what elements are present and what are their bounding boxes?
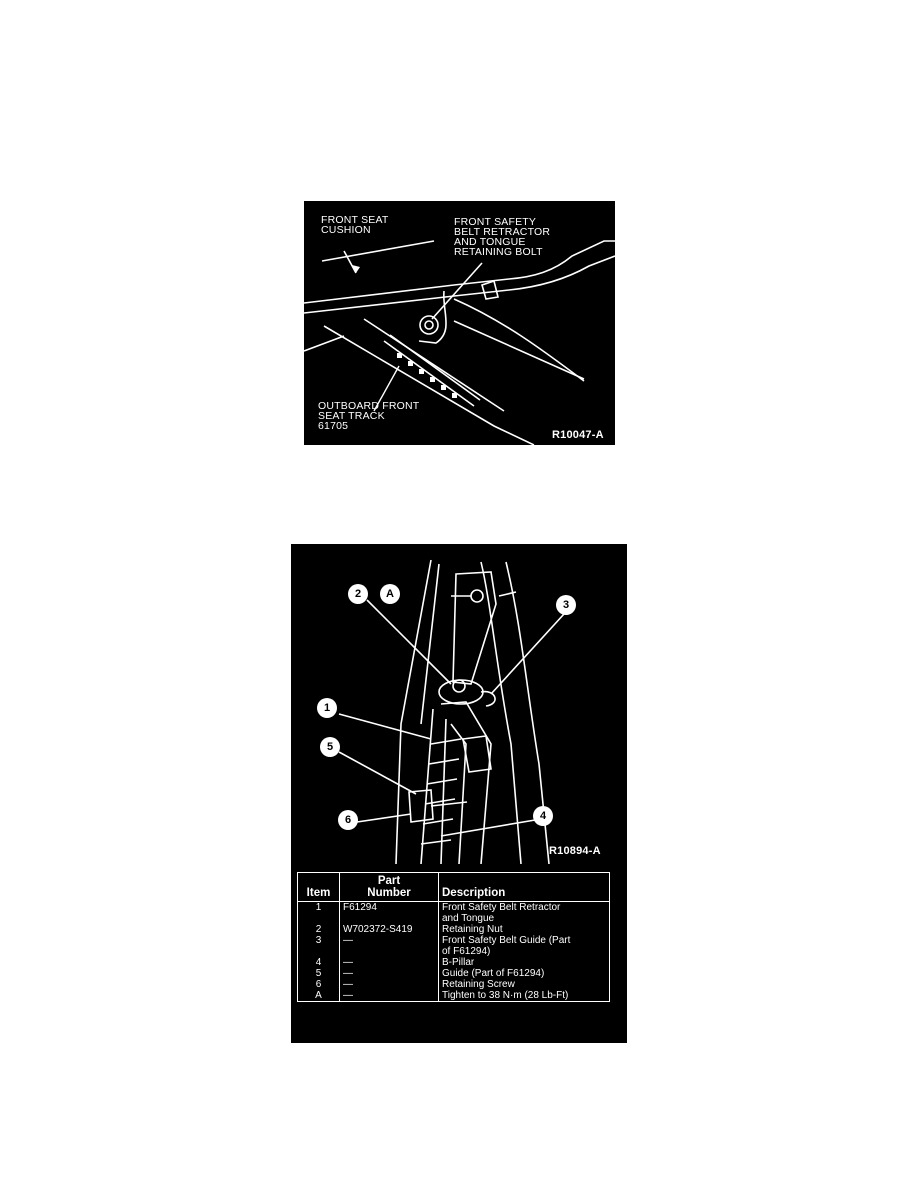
row-part-number: — bbox=[339, 935, 439, 957]
seat-track-figure: FRONT SEAT CUSHION FRONT SAFETY BELT RET… bbox=[304, 201, 615, 445]
row-description: Tighten to 38 N·m (28 Lb-Ft) bbox=[438, 990, 610, 1002]
row-description: Front Safety Belt Retractor and Tongue bbox=[438, 901, 610, 924]
seat-track-drawing bbox=[304, 240, 615, 445]
row-part-number: — bbox=[339, 979, 439, 990]
figure-code: R10894-A bbox=[549, 845, 601, 857]
table-row: A—Tighten to 38 N·m (28 Lb-Ft) bbox=[297, 990, 610, 1002]
header-description: Description bbox=[438, 872, 610, 902]
row-description: Retaining Screw bbox=[438, 979, 610, 990]
row-item: 6 bbox=[297, 979, 340, 990]
row-description: B-Pillar bbox=[438, 957, 610, 968]
header-part-number: Part Number bbox=[339, 872, 439, 902]
table-row: 6—Retaining Screw bbox=[297, 979, 610, 990]
row-item: 4 bbox=[297, 957, 340, 968]
callout-1: 1 bbox=[317, 698, 337, 718]
row-item: 5 bbox=[297, 968, 340, 979]
callout-a: A bbox=[380, 584, 400, 604]
row-item: A bbox=[297, 990, 340, 1002]
callout-5: 5 bbox=[320, 737, 340, 757]
header-item: Item bbox=[297, 872, 340, 902]
table-row: 3—Front Safety Belt Guide (Part of F6129… bbox=[297, 935, 610, 957]
table-row: 4—B-Pillar bbox=[297, 957, 610, 968]
callout-4: 4 bbox=[533, 806, 553, 826]
callout-6: 6 bbox=[338, 810, 358, 830]
belt-guide-figure: 2 A 3 1 5 6 4 R10894-A Item Part Number … bbox=[291, 544, 627, 1043]
callout-3: 3 bbox=[556, 595, 576, 615]
callout-2: 2 bbox=[348, 584, 368, 604]
label-retractor-retaining-bolt: FRONT SAFETY BELT RETRACTOR AND TONGUE R… bbox=[454, 216, 551, 258]
row-part-number: — bbox=[339, 990, 439, 1002]
label-front-seat-cushion: FRONT SEAT CUSHION bbox=[321, 214, 389, 236]
row-item: 3 bbox=[297, 935, 340, 957]
table-row: 5—Guide (Part of F61294) bbox=[297, 968, 610, 979]
belt-guide-drawing bbox=[338, 559, 565, 864]
row-part-number: — bbox=[339, 968, 439, 979]
row-part-number: F61294 bbox=[339, 901, 439, 924]
row-item: 1 bbox=[297, 901, 340, 924]
row-item: 2 bbox=[297, 924, 340, 935]
table-header-row: Item Part Number Description bbox=[297, 872, 610, 902]
row-part-number: — bbox=[339, 957, 439, 968]
row-description: Guide (Part of F61294) bbox=[438, 968, 610, 979]
figure-code: R10047-A bbox=[552, 429, 604, 441]
row-description: Front Safety Belt Guide (Part of F61294) bbox=[438, 935, 610, 957]
row-part-number: W702372-S419 bbox=[339, 924, 439, 935]
row-description: Retaining Nut bbox=[438, 924, 610, 935]
label-outboard-seat-track: OUTBOARD FRONT SEAT TRACK 61705 bbox=[318, 400, 420, 432]
